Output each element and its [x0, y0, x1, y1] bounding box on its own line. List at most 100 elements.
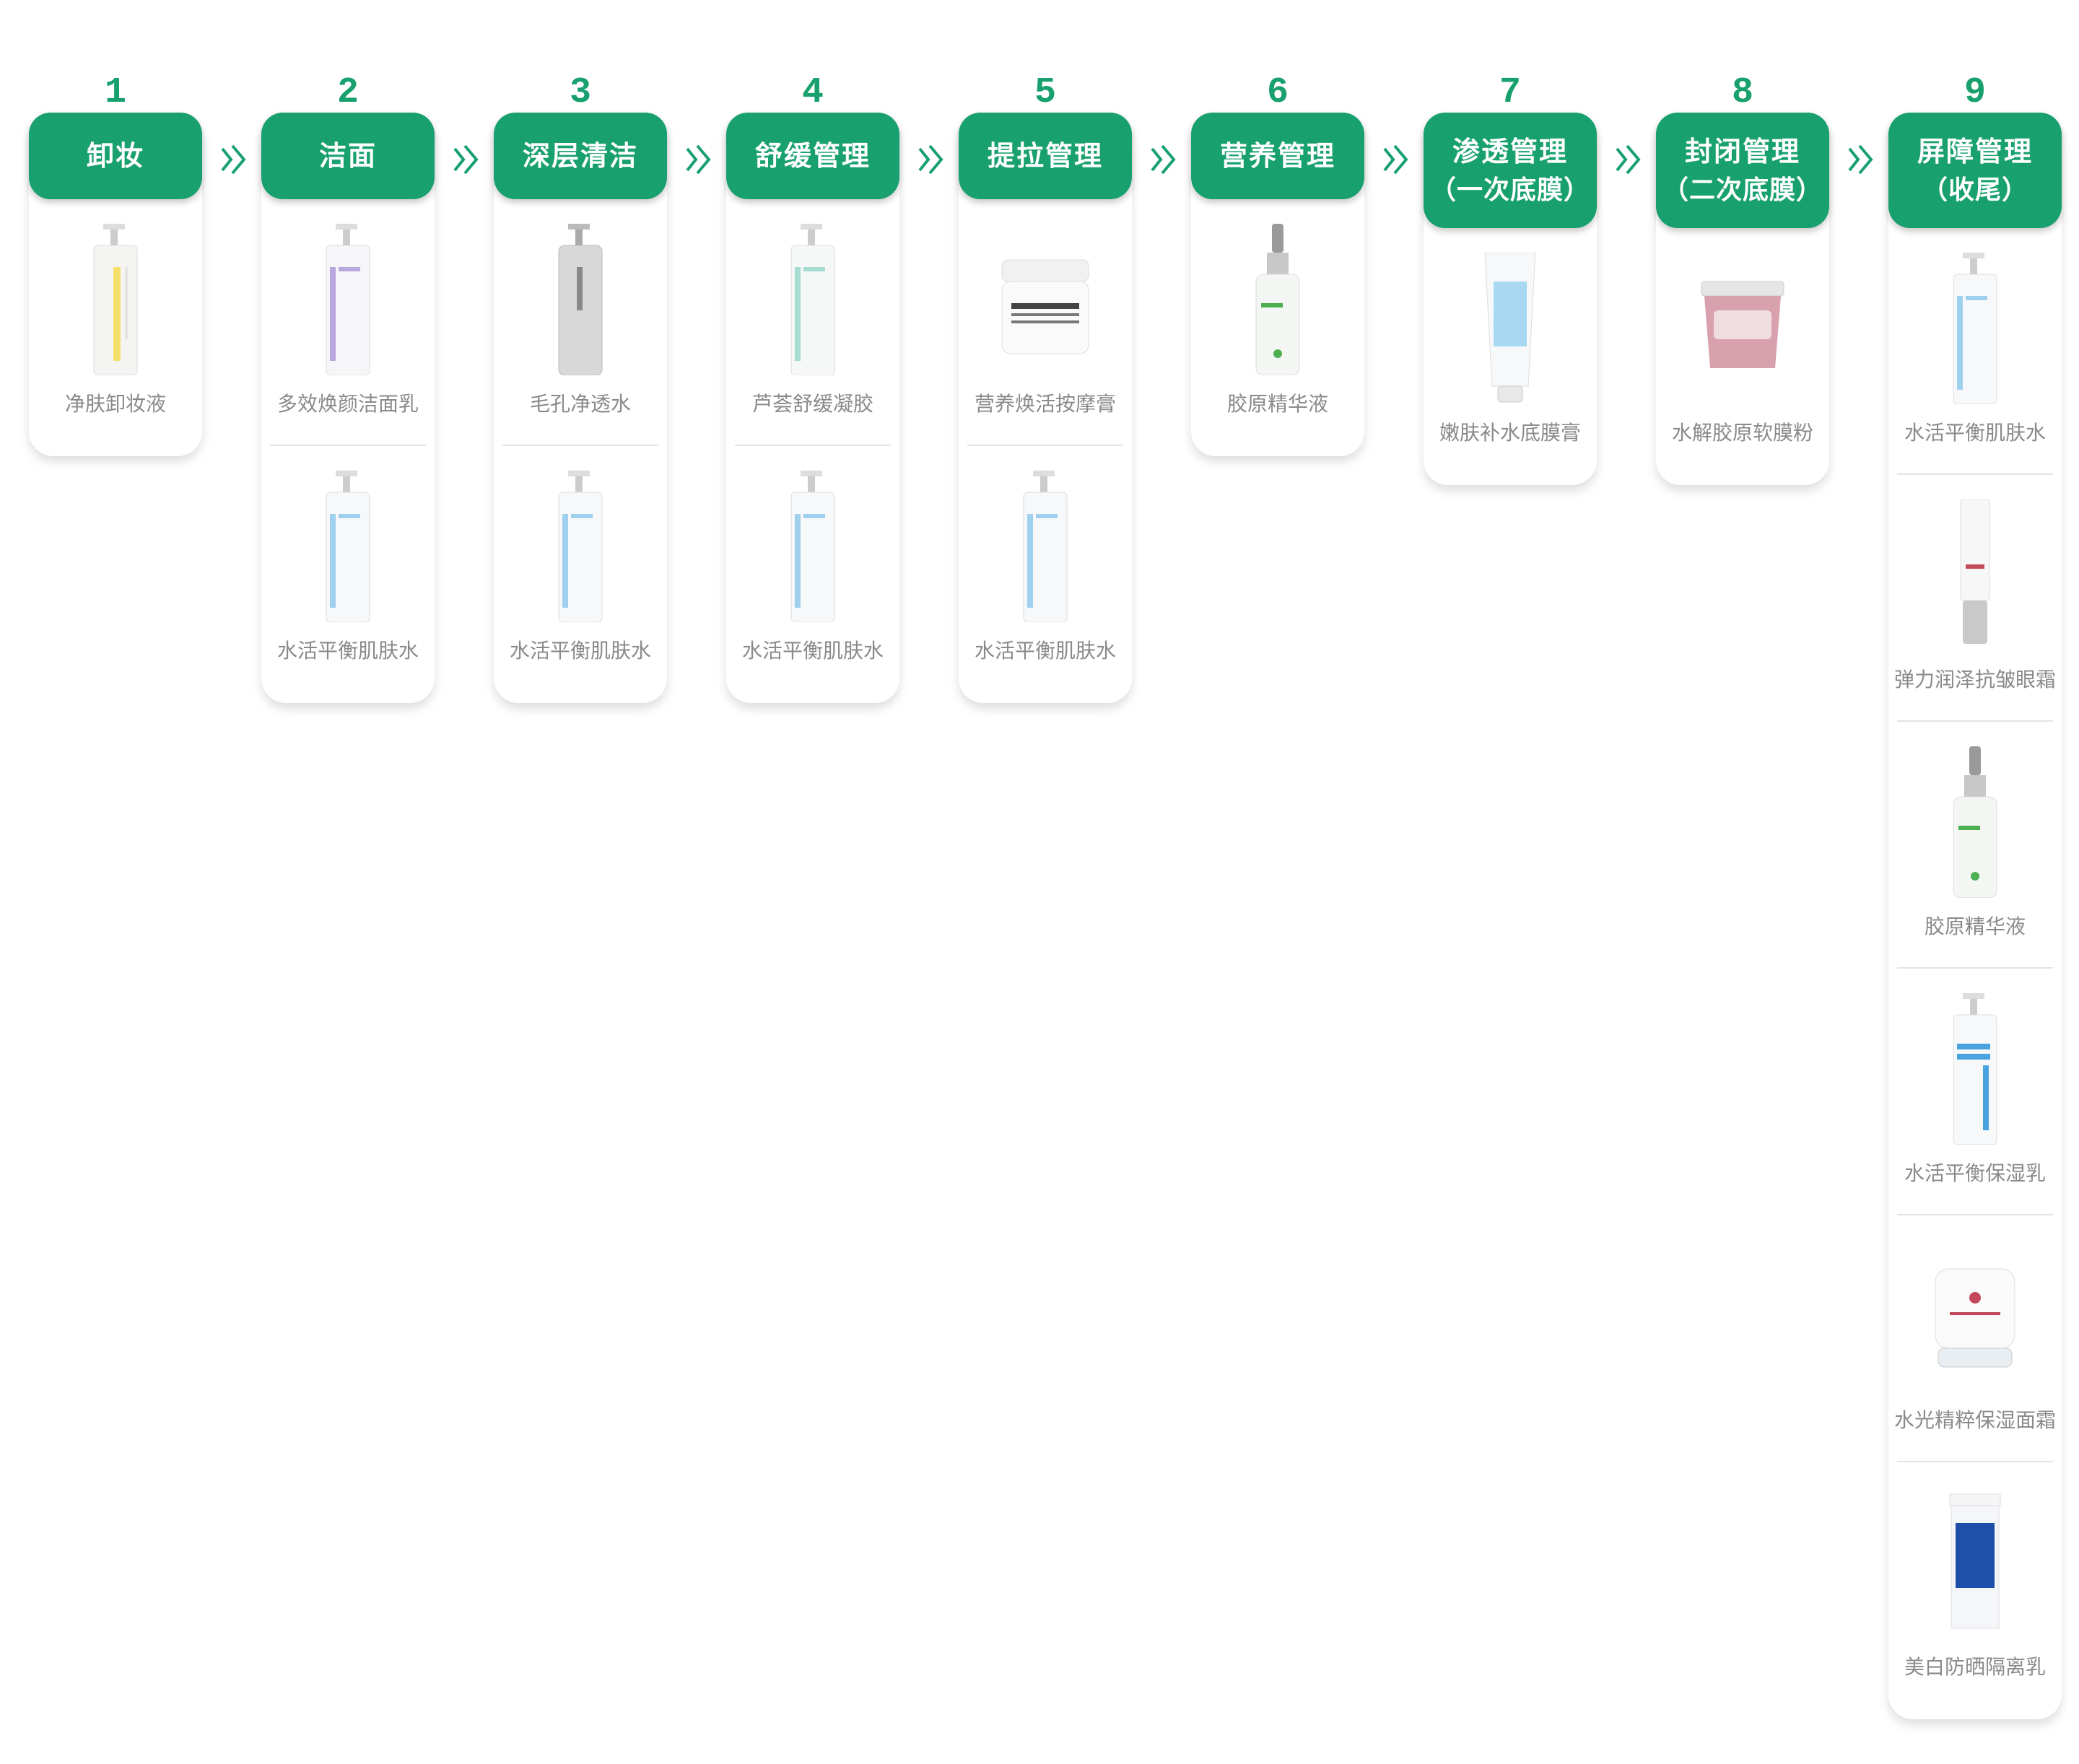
- step-title: 封闭管理: [1685, 131, 1800, 172]
- product-item: 水活平衡肌肤水: [270, 445, 426, 691]
- product-item: 嫩肤补水底膜膏: [1424, 228, 1597, 473]
- product-name: 水活平衡肌肤水: [494, 635, 667, 664]
- product-name: 水光精粹保湿面霜: [1888, 1405, 2062, 1433]
- step-number: 2: [261, 72, 435, 113]
- step-title: 渗透管理: [1452, 131, 1568, 172]
- product-name: 弹力润泽抗皱眼霜: [1888, 664, 2062, 693]
- product-name: 营养焕活按摩膏: [959, 388, 1132, 417]
- product-item: 营养焕活按摩膏: [959, 199, 1132, 445]
- chevron-right-icon: [1380, 141, 1412, 178]
- tube-image: [1456, 253, 1564, 404]
- step-subtitle: （一次底膜）: [1430, 172, 1590, 209]
- pump-bottle-image: [526, 224, 635, 375]
- step-number: 3: [494, 72, 667, 113]
- sunscreen-tube-image: [1921, 1487, 2029, 1638]
- product-item: 净肤卸妆液: [29, 199, 202, 445]
- step-title: 卸妆: [87, 136, 144, 176]
- step-number: 7: [1424, 72, 1597, 113]
- dropper-bottle-image: [1921, 746, 2029, 898]
- product-name: 芦荟舒缓凝胶: [726, 388, 899, 417]
- step-title: 提拉管理: [988, 136, 1103, 176]
- product-item: 多效焕颜洁面乳: [261, 199, 435, 445]
- step-title: 深层清洁: [523, 136, 638, 176]
- step-5: 5 提拉管理 营养焕活按摩膏 水活平衡肌肤水: [959, 72, 1132, 703]
- product-name: 水活平衡保湿乳: [1888, 1158, 2062, 1187]
- step-1: 1 卸妆 净肤卸妆液: [29, 72, 202, 456]
- product-item: 水活平衡肌肤水: [735, 445, 891, 691]
- pump-bottle-image: [991, 471, 1099, 622]
- product-item: 水解胶原软膜粉: [1656, 228, 1829, 473]
- step-number: 4: [726, 72, 899, 113]
- pump-bottle-image: [759, 224, 867, 375]
- step-card: 营养管理 胶原精华液: [1191, 113, 1364, 456]
- step-number: 6: [1191, 72, 1364, 113]
- eye-cream-tube-image: [1921, 499, 2029, 651]
- step-3: 3 深层清洁 毛孔净透水 水活平衡肌肤水: [494, 72, 667, 703]
- step-4: 4 舒缓管理 芦荟舒缓凝胶 水活平衡肌肤水: [726, 72, 899, 703]
- step-number: 9: [1888, 72, 2062, 113]
- product-name: 水解胶原软膜粉: [1656, 417, 1829, 446]
- step-card: 提拉管理 营养焕活按摩膏 水活平衡肌肤水: [959, 113, 1132, 703]
- product-name: 多效焕颜洁面乳: [261, 388, 435, 417]
- product-name: 美白防晒隔离乳: [1888, 1651, 2062, 1680]
- step-number: 1: [29, 72, 202, 113]
- step-6: 6 营养管理 胶原精华液: [1191, 72, 1364, 456]
- product-item: 美白防晒隔离乳: [1897, 1461, 2053, 1708]
- product-name: 水活平衡肌肤水: [959, 635, 1132, 664]
- dropper-bottle-image: [1224, 224, 1332, 375]
- product-item: 毛孔净透水: [494, 199, 667, 445]
- product-name: 嫩肤补水底膜膏: [1424, 417, 1597, 446]
- step-title: 洁面: [319, 136, 377, 176]
- pump-bottle-image: [294, 224, 402, 375]
- step-title-pill: 深层清洁: [494, 113, 667, 199]
- step-title-pill: 卸妆: [29, 113, 202, 199]
- step-card: 洁面 多效焕颜洁面乳 水活平衡肌肤水: [261, 113, 435, 703]
- pump-bottle-image: [1921, 253, 2029, 404]
- step-9: 9 屏障管理 （收尾） 水活平衡肌肤水 弹力润泽抗皱眼霜: [1888, 72, 2062, 1719]
- chevron-right-icon: [915, 141, 947, 178]
- product-name: 净肤卸妆液: [29, 388, 202, 417]
- step-2: 2 洁面 多效焕颜洁面乳 水活平衡肌肤水: [261, 72, 435, 703]
- product-name: 水活平衡肌肤水: [726, 635, 899, 664]
- product-item: 弹力润泽抗皱眼霜: [1897, 473, 2053, 720]
- step-title-pill: 洁面: [261, 113, 435, 199]
- product-item: 水活平衡保湿乳: [1897, 967, 2053, 1214]
- pump-bottle-image: [61, 224, 170, 375]
- step-title-pill: 舒缓管理: [726, 113, 899, 199]
- product-item: 水光精粹保湿面霜: [1897, 1214, 2053, 1461]
- step-number: 8: [1656, 72, 1829, 113]
- product-name: 水活平衡肌肤水: [1888, 417, 2062, 446]
- chevron-right-icon: [218, 141, 250, 178]
- pump-bottle-image: [759, 471, 867, 622]
- step-7: 7 渗透管理 （一次底膜） 嫩肤补水底膜膏: [1424, 72, 1597, 485]
- product-name: 胶原精华液: [1191, 388, 1364, 417]
- step-title: 屏障管理: [1917, 131, 2033, 172]
- pump-bottle-image: [526, 471, 635, 622]
- step-title-pill: 提拉管理: [959, 113, 1132, 199]
- pump-bottle-image: [294, 471, 402, 622]
- step-card: 屏障管理 （收尾） 水活平衡肌肤水 弹力润泽抗皱眼霜: [1888, 113, 2062, 1719]
- step-card: 舒缓管理 芦荟舒缓凝胶 水活平衡肌肤水: [726, 113, 899, 703]
- product-name: 毛孔净透水: [494, 388, 667, 417]
- step-card: 深层清洁 毛孔净透水 水活平衡肌肤水: [494, 113, 667, 703]
- chevron-right-icon: [450, 141, 482, 178]
- chevron-right-icon: [683, 141, 715, 178]
- step-number: 5: [959, 72, 1132, 113]
- chevron-right-icon: [1148, 141, 1180, 178]
- step-title: 舒缓管理: [755, 136, 871, 176]
- chevron-right-icon: [1845, 141, 1877, 178]
- step-subtitle: （二次底膜）: [1662, 172, 1823, 209]
- cream-jar-image: [1921, 1240, 2029, 1392]
- product-item: 水活平衡肌肤水: [502, 445, 658, 691]
- step-title: 营养管理: [1220, 136, 1335, 176]
- product-name: 胶原精华液: [1888, 911, 2062, 940]
- cream-jar-image: [991, 224, 1099, 375]
- step-subtitle: （收尾）: [1922, 172, 2028, 209]
- step-8: 8 封闭管理 （二次底膜） 水解胶原软膜粉: [1656, 72, 1829, 485]
- product-item: 芦荟舒缓凝胶: [726, 199, 899, 445]
- chevron-right-icon: [1613, 141, 1644, 178]
- step-title-pill: 屏障管理 （收尾）: [1888, 113, 2062, 228]
- powder-bucket-image: [1688, 253, 1797, 404]
- step-card: 卸妆 净肤卸妆液: [29, 113, 202, 456]
